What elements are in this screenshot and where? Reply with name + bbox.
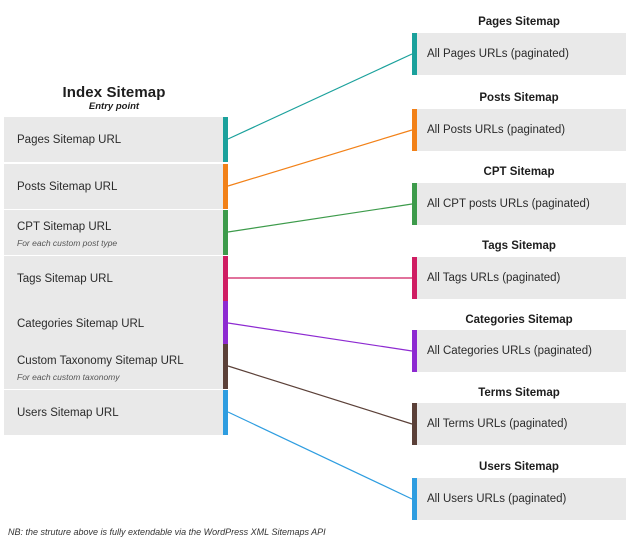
index-row-sublabel: For each custom post type (17, 238, 118, 248)
sitemap-row-color-bar (412, 257, 417, 299)
index-row-label: Pages Sitemap URL (17, 133, 122, 146)
index-sitemap-heading: Index Sitemap (62, 84, 166, 101)
sitemap-title-5: Terms Sitemap (478, 387, 560, 399)
sitemap-row-label: All Tags URLs (paginated) (427, 272, 561, 284)
index-row-color-bar (223, 117, 228, 162)
sitemap-row-color-bar (412, 478, 417, 520)
index-row-color-bar (223, 164, 228, 209)
index-row-color-bar (223, 344, 228, 389)
index-row-1[interactable]: Posts Sitemap URL (4, 164, 228, 209)
index-row-3[interactable]: Tags Sitemap URL (4, 256, 228, 301)
index-row-2[interactable]: CPT Sitemap URL For each custom post type (4, 210, 228, 255)
sitemap-title-2: CPT Sitemap (483, 166, 555, 178)
index-sitemap-subheading: Entry point (88, 101, 140, 112)
sitemap-title-0: Pages Sitemap (478, 16, 560, 28)
sitemap-row-0[interactable]: All Pages URLs (paginated) (412, 33, 626, 75)
index-row-label: Custom Taxonomy Sitemap URL (17, 355, 184, 367)
index-row-5[interactable]: Custom Taxonomy Sitemap URL For each cust… (4, 344, 228, 389)
index-row-color-bar (223, 390, 228, 435)
sitemap-row-5[interactable]: All Terms URLs (paginated) (412, 403, 626, 445)
sitemap-row-label: All Users URLs (paginated) (427, 493, 567, 505)
connector-line-pages (227, 53, 413, 140)
connector-line-categories (227, 322, 413, 352)
sitemap-row-2[interactable]: All CPT posts URLs (paginated) (412, 183, 626, 225)
index-row-label: Posts Sitemap URL (17, 180, 118, 193)
sitemap-row-1[interactable]: All Posts URLs (paginated) (412, 109, 626, 151)
index-sitemap-column: Index Sitemap Entry point Pages Sitemap … (0, 0, 228, 557)
index-row-label: CPT Sitemap URL (17, 221, 112, 233)
index-row-label: Users Sitemap URL (17, 406, 119, 419)
index-row-6[interactable]: Users Sitemap URL (4, 390, 228, 435)
index-row-sublabel: For each custom taxonomy (17, 372, 120, 382)
index-row-label: Tags Sitemap URL (17, 272, 113, 285)
sitemap-row-4[interactable]: All Categories URLs (paginated) (412, 330, 626, 372)
index-row-4[interactable]: Categories Sitemap URL (4, 301, 228, 346)
footer-note: NB: the struture above is fully extendab… (8, 527, 326, 537)
sitemap-row-label: All CPT posts URLs (paginated) (427, 198, 590, 210)
sitemap-row-color-bar (412, 109, 417, 151)
sitemap-row-label: All Posts URLs (paginated) (427, 124, 566, 136)
sitemap-title-4: Categories Sitemap (465, 314, 573, 326)
sitemap-row-label: All Categories URLs (paginated) (427, 345, 592, 357)
connector-line-cpt (227, 203, 413, 233)
sitemap-row-color-bar (412, 33, 417, 75)
index-row-color-bar (223, 210, 228, 255)
connector-line-posts (227, 129, 413, 187)
sitemap-row-color-bar (412, 183, 417, 225)
sitemap-row-label: All Pages URLs (paginated) (427, 48, 569, 60)
sitemap-title-1: Posts Sitemap (479, 92, 559, 104)
index-row-color-bar (223, 301, 228, 346)
sitemap-row-6[interactable]: All Users URLs (paginated) (412, 478, 626, 520)
connector-line-terms (227, 365, 413, 425)
sitemap-row-label: All Terms URLs (paginated) (427, 418, 568, 430)
sitemap-title-6: Users Sitemap (479, 461, 559, 473)
sitemap-row-3[interactable]: All Tags URLs (paginated) (412, 257, 626, 299)
index-row-color-bar (223, 256, 228, 301)
sitemap-row-color-bar (412, 403, 417, 445)
connector-line-users (227, 411, 413, 500)
index-row-label: Categories Sitemap URL (17, 317, 145, 330)
index-row-0[interactable]: Pages Sitemap URL (4, 117, 228, 162)
sitemap-title-3: Tags Sitemap (482, 240, 556, 252)
sitemap-row-color-bar (412, 330, 417, 372)
